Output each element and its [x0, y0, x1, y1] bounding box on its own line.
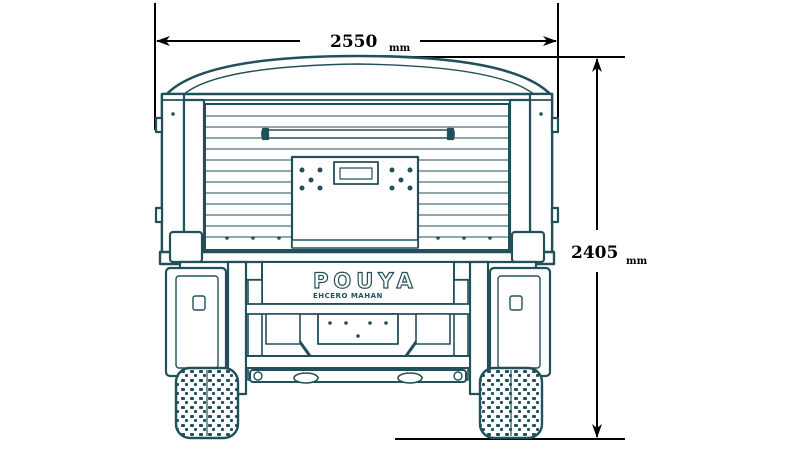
left-hitch-ring: [253, 371, 263, 381]
left-fender-light: [192, 295, 206, 311]
width-dimension: [154, 3, 559, 130]
differential-bolts: [328, 321, 388, 338]
width-dimension-unit: mm: [389, 43, 411, 54]
trailer-body: [154, 54, 560, 440]
right-fender-light: [509, 295, 523, 311]
cross-brace-plate-left: [265, 313, 301, 345]
tailgate-top-bar: [261, 129, 455, 139]
right-corner-bracket: [510, 230, 546, 264]
left-side-tab-upper: [154, 116, 164, 134]
left-drum: [293, 372, 319, 384]
right-drum: [397, 372, 423, 384]
left-fender-inner: [175, 275, 219, 369]
right-side-tab-lower: [550, 206, 560, 224]
differential: [317, 313, 399, 345]
right-fender-inner: [497, 275, 541, 369]
lift-plate-window-inner: [339, 167, 373, 180]
left-corner-bracket: [168, 230, 204, 264]
height-dimension-unit: mm: [626, 256, 648, 267]
rear-bumper: [249, 369, 467, 383]
brand-name: POUYA: [313, 269, 418, 293]
lift-plate-bolts: [299, 167, 413, 191]
width-dimension-value: 2550: [330, 32, 377, 52]
right-side-tab-upper: [550, 116, 560, 134]
lower-axle-bar: [245, 355, 471, 369]
height-dimension-value: 2405: [571, 243, 618, 263]
tailgate-latch-left: [261, 127, 270, 141]
cross-brace-plate-right: [415, 313, 451, 345]
left-side-tab-lower: [154, 206, 164, 224]
canopy-roof-inner: [181, 63, 537, 97]
canopy-roof: [163, 54, 554, 98]
lift-plate-base: [291, 239, 419, 249]
axle-housing: [245, 303, 471, 315]
tailgate-latch-right: [446, 127, 455, 141]
right-hitch-ring: [453, 371, 463, 381]
brand-subtitle: EHCERO MAHAN: [313, 292, 383, 300]
